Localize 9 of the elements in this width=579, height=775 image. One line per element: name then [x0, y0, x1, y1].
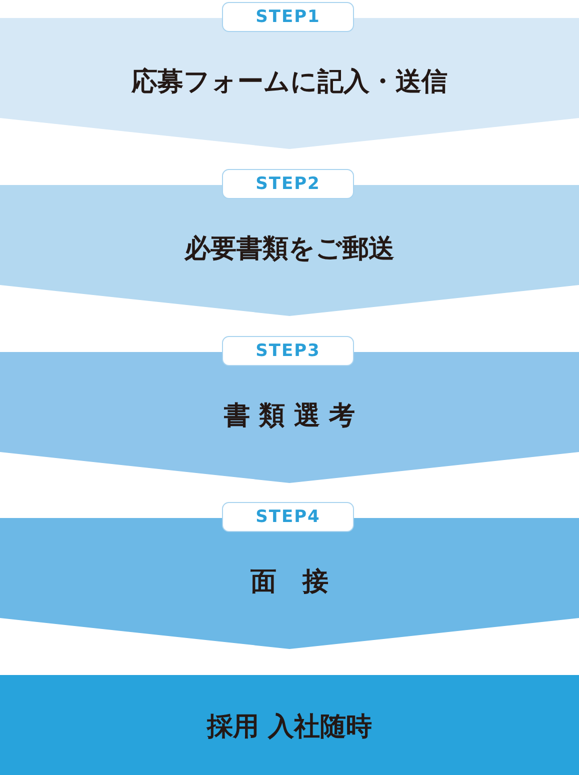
step-badge: STEP1	[222, 2, 354, 32]
step-title: 面 接	[250, 566, 330, 599]
step-title: 必要書類をご郵送	[183, 233, 396, 266]
step-badge: STEP2	[222, 169, 354, 199]
step-title: 書 類 選 考	[222, 400, 356, 433]
step-badge: STEP3	[222, 336, 354, 366]
step-title: 採用 入社随時	[206, 711, 374, 744]
step-badge: STEP4	[222, 502, 354, 532]
step-title: 応募フォームに記入・送信	[130, 66, 448, 99]
